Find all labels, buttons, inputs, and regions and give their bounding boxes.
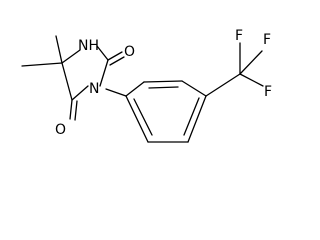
bond-aromatic-inner-left bbox=[133, 98, 153, 136]
trifluoromethyl-group bbox=[205, 42, 264, 97]
bond-ar3-ar4 bbox=[181, 80, 207, 97]
bond-c2-o-b bbox=[109, 56, 125, 66]
dimethyl-groups bbox=[21, 35, 63, 67]
bond-c5-n1 bbox=[61, 49, 81, 64]
hydantoin-ring bbox=[61, 45, 109, 101]
benzene-ring bbox=[125, 80, 207, 143]
bond-c4-o-b bbox=[74, 100, 78, 121]
bond-ar6-ar1 bbox=[125, 95, 149, 143]
structure-diagram: NH N O O F F F bbox=[21, 28, 272, 143]
bond-cf3-f-right bbox=[239, 73, 264, 87]
atom-label-f-top-left: F bbox=[235, 28, 243, 44]
bond-c2-n3 bbox=[99, 59, 109, 87]
atom-label-o-lower: O bbox=[55, 122, 66, 138]
bond-c2-o-a bbox=[107, 51, 123, 61]
atom-label-f-right: F bbox=[264, 84, 272, 100]
atom-label-n: N bbox=[89, 81, 99, 97]
bond-c5-methyl-left bbox=[21, 62, 63, 67]
bond-c4-o-a bbox=[69, 99, 73, 120]
atom-label-o-upper: O bbox=[124, 44, 135, 60]
bond-ar1-ar2 bbox=[125, 81, 145, 97]
atom-label-f-top-right: F bbox=[263, 32, 271, 48]
bond-aromatic-inner-right bbox=[183, 97, 200, 136]
carbonyl-bonds bbox=[69, 51, 125, 121]
bond-cf3-f-top-right bbox=[239, 50, 263, 75]
bond-aromatic-inner-top bbox=[148, 86, 179, 89]
bond-n3-aryl bbox=[105, 88, 127, 97]
bond-ar4-cf3 bbox=[205, 73, 241, 97]
bond-n1-c2 bbox=[96, 45, 109, 61]
bond-ar2-ar3 bbox=[143, 80, 183, 83]
bond-c4-c5 bbox=[61, 62, 73, 101]
bond-ar4-ar5 bbox=[187, 95, 207, 143]
bond-c5-methyl-up bbox=[55, 35, 63, 64]
atom-label-nh: NH bbox=[78, 38, 99, 54]
bond-n3-c4 bbox=[71, 85, 89, 101]
